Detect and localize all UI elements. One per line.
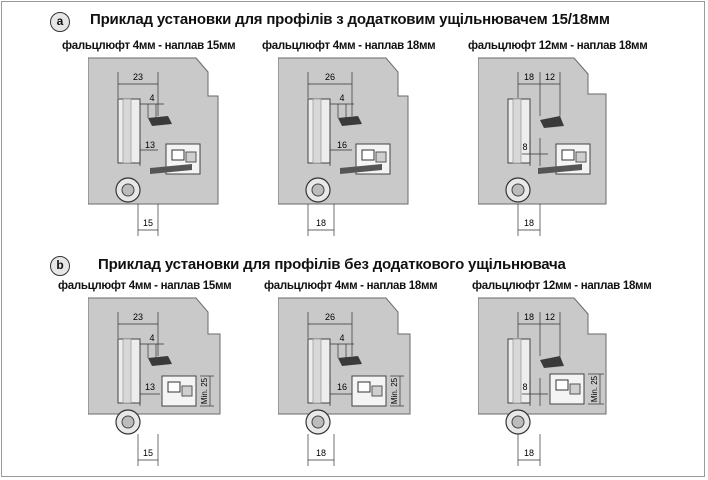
dim-top: 23: [133, 312, 143, 322]
dim-bottom: 18: [316, 448, 326, 458]
section-b-caption-1: фальцлюфт 4мм - наплав 15мм: [58, 280, 232, 292]
section-a-marker: a: [50, 12, 70, 32]
hinge-roller: [115, 177, 141, 203]
section-a-title: Приклад установки для профілів з додатко…: [90, 11, 610, 28]
dim-top-b: 12: [545, 72, 555, 82]
dim-bottom: 18: [524, 218, 534, 228]
dim-min: Min. 25: [200, 377, 209, 404]
hinge-diagram-b2: 26 4 16 18 Min. 25: [278, 297, 411, 466]
dim-gap: 4: [149, 333, 154, 343]
dim-top: 26: [325, 312, 335, 322]
dim-mid: 16: [337, 382, 347, 392]
dim-bottom: 18: [524, 448, 534, 458]
dim-mid: 8: [522, 382, 527, 392]
section-b-marker: b: [50, 256, 70, 276]
dim-top: 23: [133, 72, 143, 82]
dim-bottom: 18: [316, 218, 326, 228]
section-a-caption-3: фальцлюфт 12мм - наплав 18мм: [468, 40, 648, 52]
dim-min: Min. 25: [390, 377, 399, 404]
hinge-diagram-b1: 23 4 13 15 Min. 25: [88, 297, 221, 466]
dim-gap: 4: [339, 333, 344, 343]
dim-gap: 4: [149, 93, 154, 103]
dim-top-a: 18: [524, 312, 534, 322]
hinge-diagram-a1: 23 4 13 15: [88, 57, 219, 236]
dim-top-b: 12: [545, 312, 555, 322]
dim-bottom: 15: [143, 218, 153, 228]
hinge-diagram-a3: 18 12 8 18: [478, 57, 607, 236]
section-a-caption-1: фальцлюфт 4мм - наплав 15мм: [62, 40, 236, 52]
dim-mid: 13: [145, 140, 155, 150]
dim-bottom: 15: [143, 448, 153, 458]
frame-profile: [88, 57, 219, 205]
dim-mid: 16: [337, 140, 347, 150]
dim-mid: 8: [522, 142, 527, 152]
dimension-lines: [117, 72, 164, 236]
section-b-title: Приклад установки для профілів без додат…: [98, 256, 566, 273]
section-b-caption-2: фальцлюфт 4мм - наплав 18мм: [264, 280, 438, 292]
hinge-diagram-a2: 26 4 16 18: [278, 57, 409, 236]
dim-min: Min. 25: [590, 375, 599, 402]
dim-gap: 4: [339, 93, 344, 103]
dim-top-a: 18: [524, 72, 534, 82]
sash-profile: [117, 98, 201, 175]
dim-mid: 13: [145, 382, 155, 392]
section-a-caption-2: фальцлюфт 4мм - наплав 18мм: [262, 40, 436, 52]
section-b-caption-3: фальцлюфт 12мм - наплав 18мм: [472, 280, 652, 292]
dim-top: 26: [325, 72, 335, 82]
hinge-diagram-b3: 18 12 8 18 Min. 25: [478, 297, 607, 466]
